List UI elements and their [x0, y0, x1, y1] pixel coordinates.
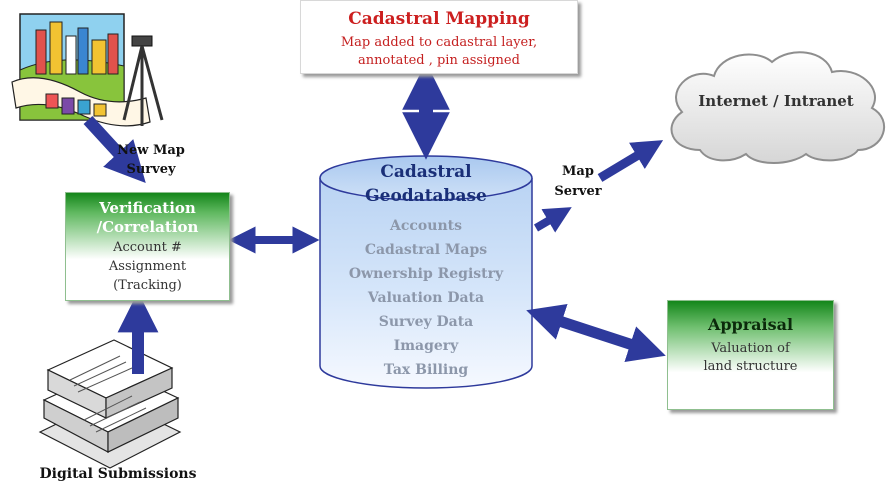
verification-line1: Verification: [99, 199, 196, 217]
geodatabase-item: Ownership Registry: [348, 266, 504, 282]
verification-line5: (Tracking): [113, 278, 182, 293]
cloud-label: Internet / Intranet: [698, 92, 854, 110]
geodatabase-title-line2: Geodatabase: [365, 186, 487, 206]
appraisal-line2: land structure: [703, 359, 798, 374]
cadastral-mapping-title: Cadastral Mapping: [348, 9, 530, 29]
arrow-geodatabase-appraisal: [526, 304, 666, 362]
geodatabase-title-line1: Cadastral: [380, 162, 472, 182]
appraisal-title: Appraisal: [707, 315, 794, 334]
verification-line3: Account #: [113, 240, 182, 255]
arrow-mapserver-to-cloud: [597, 140, 664, 182]
verification-box: Verification /Correlation Account # Assi…: [65, 192, 230, 301]
geodatabase-item: Imagery: [393, 338, 459, 354]
geodatabase-item: Cadastral Maps: [364, 242, 488, 258]
geodatabase-cylinder: [319, 155, 533, 389]
map-server-line2: Server: [554, 184, 602, 199]
digital-submissions-label: Digital Submissions: [39, 466, 197, 482]
arrow-survey-to-verification: [83, 115, 146, 184]
geodatabase-item: Survey Data: [378, 314, 474, 330]
verification-line4: Assignment: [108, 259, 187, 274]
verification-line2: /Correlation: [96, 218, 199, 236]
inbox-tray-icon: [38, 339, 182, 469]
new-map-survey-line1: New Map: [117, 143, 185, 158]
cadastral-mapping-box: Cadastral Mapping Map added to cadastral…: [300, 0, 578, 74]
cadastral-mapping-line1: Map added to cadastral layer,: [340, 35, 538, 50]
survey-clipart-icon: [11, 13, 164, 127]
appraisal-line1: Valuation of: [711, 341, 790, 356]
map-server-line1: Map: [562, 164, 594, 179]
cadastral-mapping-line2: annotated , pin assigned: [358, 53, 520, 68]
geodatabase-item: Accounts: [390, 218, 462, 234]
new-map-survey-line2: Survey: [126, 162, 176, 177]
geodatabase-item: Tax Billing: [383, 362, 469, 378]
cloud-shape: [670, 51, 886, 164]
appraisal-box: Appraisal Valuation of land structure: [667, 300, 834, 410]
geodatabase-item: Valuation Data: [367, 290, 485, 306]
arrow-geodatabase-to-mapserver: [533, 207, 572, 233]
